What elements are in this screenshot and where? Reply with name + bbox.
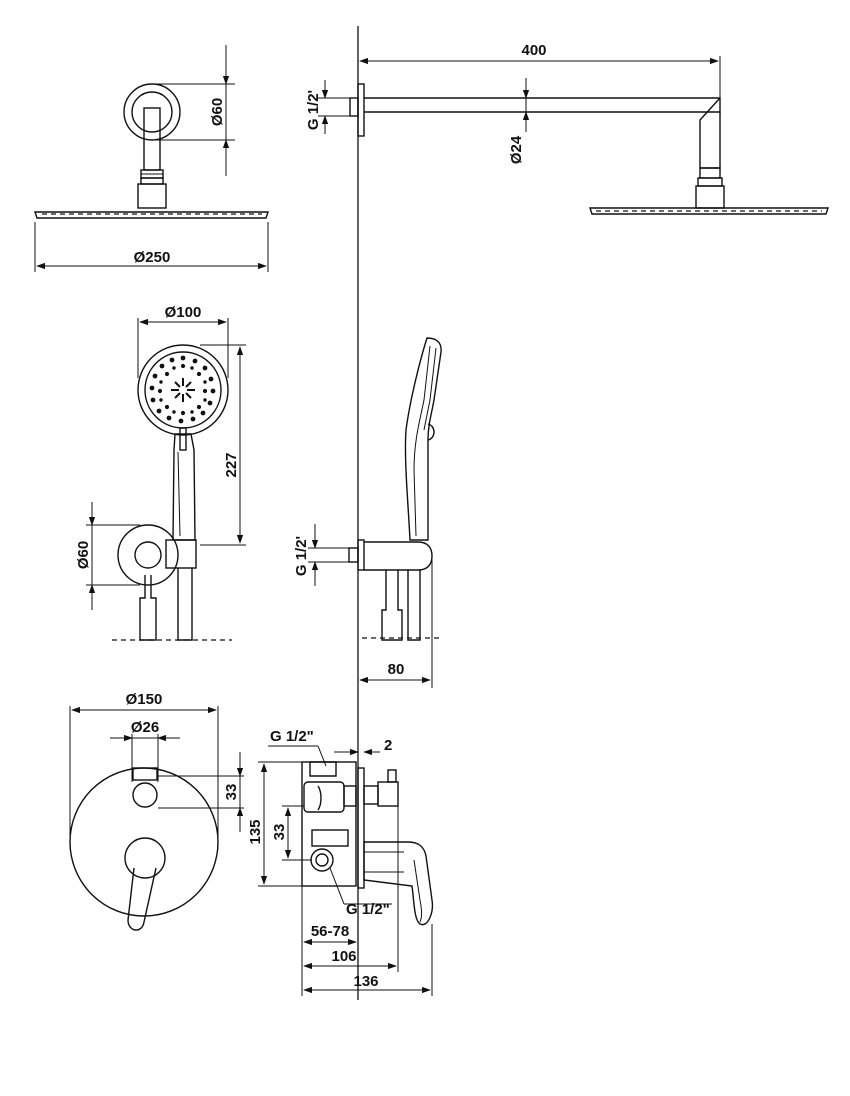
label-head-diameter: Ø250 xyxy=(134,249,171,266)
label-depth-106: 106 xyxy=(331,948,356,965)
label-hand-projection: 80 xyxy=(388,661,405,678)
label-body-height: 135 xyxy=(247,819,264,844)
label-wall-connection-top: G 1/2' xyxy=(305,90,322,130)
mixer-side-view: G 1/2" 2 135 33 G 1/2" 56-78 106 136 xyxy=(247,728,434,996)
label-install-depth: 56-78 xyxy=(311,923,349,940)
rain-shower-front-view: Ø60 Ø250 xyxy=(34,45,269,272)
label-flange-diameter-top: Ø60 xyxy=(209,98,226,126)
label-hand-head-diameter: Ø100 xyxy=(165,304,202,321)
label-rosette-gap: 2 xyxy=(384,737,392,754)
label-arm-length: 400 xyxy=(521,42,546,59)
label-depth-136: 136 xyxy=(353,973,378,990)
hand-shower-side-view: 80 G 1/2' xyxy=(293,337,442,688)
label-knob-offset: 33 xyxy=(223,784,240,801)
rain-shower-side-view: 400 Ø24 G 1/2' xyxy=(305,42,829,215)
label-inlet-top: G 1/2" xyxy=(270,728,314,745)
label-outlet-spacing: 33 xyxy=(271,824,288,841)
label-hand-shower-length: 227 xyxy=(223,452,240,477)
label-wall-connection-middle: G 1/2' xyxy=(293,536,310,576)
label-bracket-diameter: Ø60 xyxy=(75,541,92,569)
label-rosette-diameter: Ø150 xyxy=(126,691,163,708)
label-pipe-diameter: Ø24 xyxy=(508,135,525,164)
label-knob-diameter: Ø26 xyxy=(131,719,159,736)
mixer-front-view: Ø150 Ø26 33 xyxy=(69,691,244,931)
hand-shower-front-view: Ø100 227 Ø60 xyxy=(75,304,246,641)
label-inlet-bottom: G 1/2" xyxy=(346,901,390,918)
